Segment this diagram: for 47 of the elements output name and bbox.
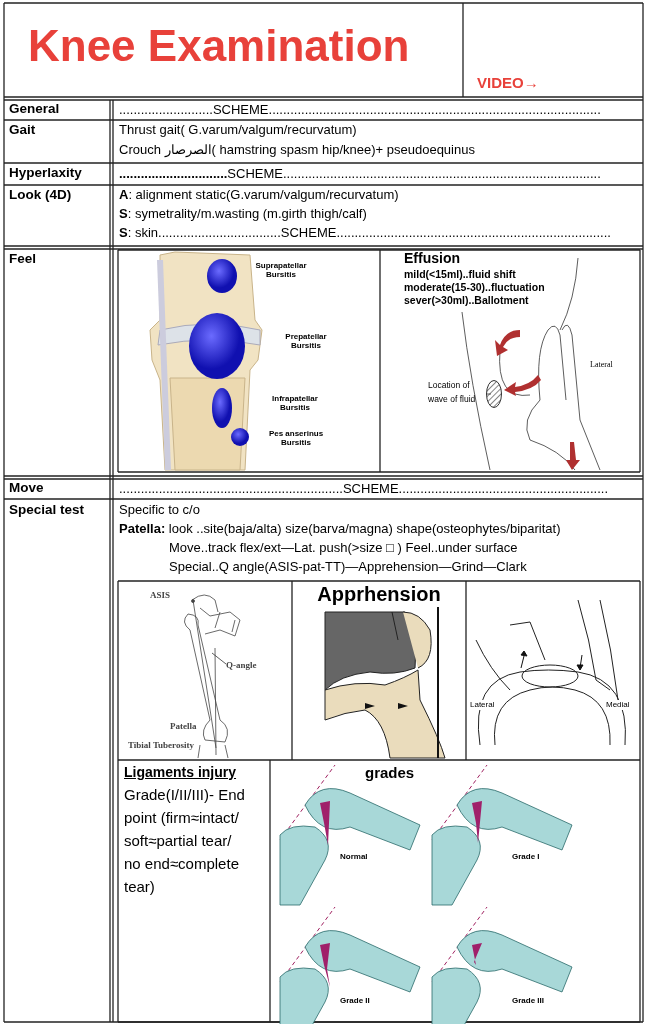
image-label: moderate(15-30)..fluctuation <box>404 281 545 295</box>
image-heading: Effusion <box>404 250 460 268</box>
subheading: Ligaments injury <box>124 764 237 782</box>
image-label: Tibial Tuberosity <box>128 740 194 752</box>
image-label: Infrapatellar Bursitis <box>271 394 319 413</box>
image-label: Lateral <box>470 700 495 710</box>
cell-text: A: alignment static(G.varum/valgum/recurvatum) <box>119 187 399 204</box>
image-heading: grades <box>365 764 415 783</box>
image-label: Lateral <box>590 360 613 370</box>
cell-text: Grade(I/II/III)- End point (firm≈intact/ soft≈partial tear/ no end≈complete tear) <box>124 785 246 897</box>
image-label: Medial <box>606 700 630 710</box>
cell-text: S: skin..................................SCHEME............................................................................ <box>119 225 611 242</box>
callout-text: Location of wave of fluid <box>428 379 490 407</box>
fill-in-line: ..............................SCHEME........................................................................................ <box>119 166 601 183</box>
video-link: VIDEO→ <box>477 74 539 93</box>
image-heading: Apprhension <box>316 582 442 607</box>
cell-text: Patella: look ..site(baja/alta) size(barva/magna) shape(osteophytes/biparitat) <box>119 521 561 538</box>
row-header: Gait <box>9 122 36 139</box>
image-label: Normal <box>340 852 368 862</box>
image-label: ASIS <box>150 590 170 602</box>
fill-in-line: ..............................................................SCHEME.......................................................... <box>119 481 609 498</box>
cell-text: S: symetrality/m.wasting (m.girth thigh/calf) <box>119 206 367 223</box>
image-label: Grade II <box>340 996 370 1006</box>
title: Knee Examination <box>28 20 410 72</box>
image-label: Prepatellar Bursitis <box>284 332 328 351</box>
callout-text: Q-angle <box>226 658 266 670</box>
cell-text: Specific to c/o <box>119 502 200 519</box>
fluid-wave-mark <box>486 380 502 408</box>
image-label: Pes anserinus Bursitis <box>267 429 325 448</box>
row-header: Special test <box>9 502 85 519</box>
image-label: sever(>30ml)..Ballotment <box>404 294 529 308</box>
row-header: Feel <box>9 251 36 268</box>
row-header: Hyperlaxity <box>9 165 82 182</box>
image-label: mild(<15ml)..fluid shift <box>404 268 516 282</box>
image-label: Patella <box>170 721 197 733</box>
image-label: Suprapatellar Bursitis <box>254 261 308 280</box>
cell-text: Thrust gait( G.varum/valgum/recurvatum) <box>119 122 357 139</box>
row-header: Move <box>9 480 44 497</box>
row-header: General <box>9 101 60 118</box>
fill-in-line: ..........................SCHEME............................................................................................ <box>119 102 601 119</box>
leader-line <box>211 652 227 665</box>
row-header: Look (4D) <box>9 187 72 204</box>
image-label: Grade III <box>512 996 544 1006</box>
image-label: Grade I <box>512 852 540 862</box>
cell-text: Special..Q angle(ASIS-pat-TT)—Apprehension—Grind—Clark <box>169 559 527 576</box>
cell-text: Move..track flex/ext—Lat. push(>size □ ) Feel..under surface <box>169 540 518 557</box>
cell-text: Crouch الصرصار( hamstring spasm hip/knee)+ pseudoequinus <box>119 142 475 159</box>
